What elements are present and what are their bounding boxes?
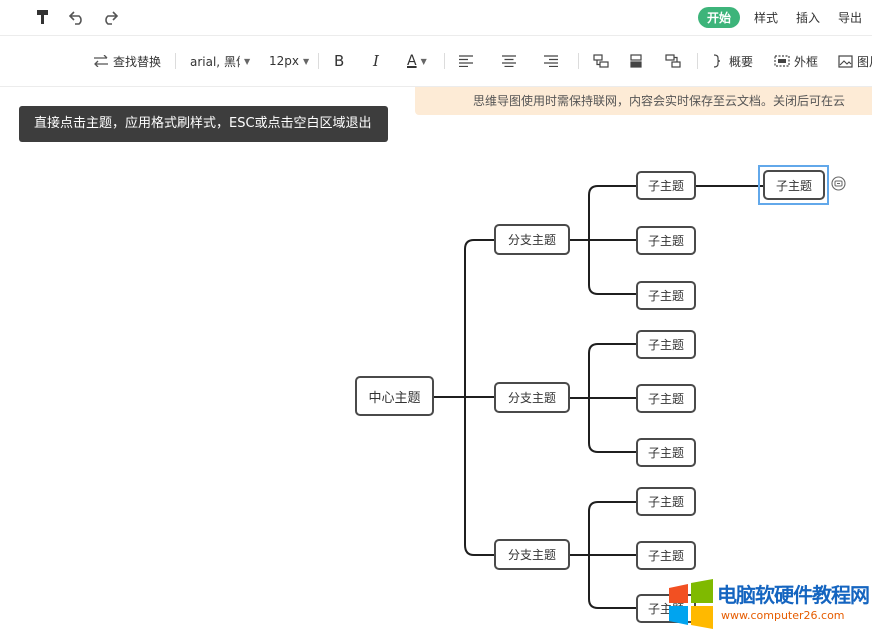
notice-banner: 思维导图使用时需保持联网，内容会实时保存至云文档。关闭后可在云 [415, 87, 872, 115]
font-color-icon: A [407, 53, 417, 69]
image-button[interactable]: 图片 [838, 50, 872, 72]
selected-subtopic-node[interactable]: 子主题 [763, 170, 825, 200]
undo-icon[interactable] [66, 6, 88, 28]
central-topic-node[interactable]: 中心主题 [355, 376, 434, 416]
windows-logo-icon [669, 579, 713, 629]
image-icon [838, 54, 853, 68]
align-right-button[interactable] [544, 50, 558, 72]
format-painter-icon[interactable] [32, 6, 54, 28]
summary-button[interactable]: 概要 [713, 50, 753, 72]
selection-outline [758, 165, 829, 205]
insert-parent-button[interactable] [665, 50, 681, 72]
subtopic-node[interactable]: 子主题 [636, 281, 696, 310]
parent-topic-icon [665, 54, 681, 68]
frame-icon [774, 55, 790, 67]
tab-style[interactable]: 样式 [754, 10, 779, 25]
italic-button[interactable]: I [373, 50, 379, 72]
toolbar-separator [444, 53, 445, 69]
align-left-button[interactable] [459, 50, 473, 72]
chevron-down-icon: ▼ [244, 56, 251, 66]
bold-icon: B [334, 52, 345, 70]
toolbar-divider [0, 86, 872, 87]
format-toolbar: 查找替换 arial, 黑体 ▼ 12px ▼ B I A ▼ 概要 [0, 36, 872, 86]
subtopic-node[interactable]: 子主题 [636, 226, 696, 255]
toolbar-separator [697, 53, 698, 69]
branch-topic-node[interactable]: 分支主题 [494, 224, 570, 255]
format-painter-tooltip: 直接点击主题，应用格式刷样式，ESC或点击空白区域退出 [19, 106, 388, 142]
menu-tabs: 开始 样式 插入 导出 [690, 0, 872, 34]
toolbar-separator [578, 53, 579, 69]
italic-icon: I [373, 52, 379, 70]
swap-icon [94, 55, 108, 67]
font-family-value: arial, 黑体 [190, 54, 240, 69]
watermark: 电脑软硬件教程网 www.computer26.com [665, 576, 872, 632]
tab-insert[interactable]: 插入 [796, 10, 821, 25]
find-replace-button[interactable]: 查找替换 [93, 50, 161, 72]
summary-label: 概要 [729, 54, 754, 69]
chevron-down-icon: ▼ [420, 56, 427, 66]
subtopic-node[interactable]: 子主题 [636, 438, 696, 467]
font-color-button[interactable]: A ▼ [407, 50, 427, 72]
subtopic-node[interactable]: 子主题 [636, 384, 696, 413]
brace-icon [713, 54, 721, 68]
insert-child-button[interactable] [593, 50, 609, 72]
subtopic-node[interactable]: 子主题 [636, 171, 696, 200]
child-topic-icon [593, 54, 609, 68]
font-size-select[interactable]: 12px ▼ [269, 50, 309, 72]
subtopic-node[interactable]: 子主题 [636, 541, 696, 570]
chevron-down-icon: ▼ [303, 56, 310, 66]
bold-button[interactable]: B [334, 50, 344, 72]
align-left-icon [459, 55, 473, 67]
tab-export[interactable]: 导出 [838, 10, 863, 25]
toolbar-separator [318, 53, 319, 69]
collapse-toggle-icon[interactable] [831, 176, 846, 195]
frame-label: 外框 [794, 54, 819, 69]
sibling-topic-icon [630, 54, 642, 68]
subtopic-node[interactable]: 子主题 [636, 487, 696, 516]
frame-button[interactable]: 外框 [774, 50, 818, 72]
font-size-value: 12px [269, 54, 299, 68]
align-right-icon [544, 55, 558, 67]
branch-topic-node[interactable]: 分支主题 [494, 382, 570, 413]
toolbar-separator [175, 53, 176, 69]
align-center-icon [502, 55, 516, 67]
find-replace-label: 查找替换 [113, 54, 162, 69]
top-divider [0, 35, 872, 36]
subtopic-node[interactable]: 子主题 [636, 330, 696, 359]
font-family-select[interactable]: arial, 黑体 ▼ [190, 50, 254, 72]
image-label: 图片 [857, 54, 872, 69]
branch-topic-node[interactable]: 分支主题 [494, 539, 570, 570]
insert-sibling-button[interactable] [629, 50, 643, 72]
watermark-url: www.computer26.com [721, 609, 845, 622]
watermark-text: 电脑软硬件教程网 [717, 583, 870, 607]
align-center-button[interactable] [502, 50, 516, 72]
tab-start[interactable]: 开始 [698, 6, 741, 28]
redo-icon[interactable] [99, 6, 121, 28]
top-bar: 开始 样式 插入 导出 [0, 0, 872, 34]
